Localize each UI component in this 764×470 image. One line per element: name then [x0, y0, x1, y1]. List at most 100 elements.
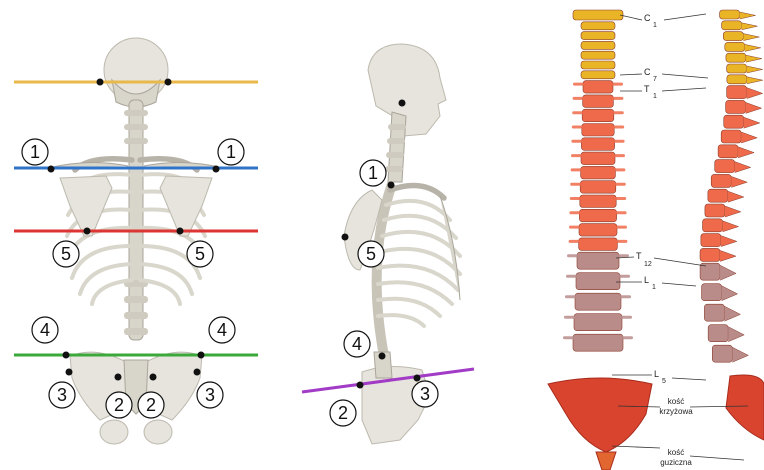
svg-text:1: 1	[652, 284, 656, 291]
svg-text:4: 4	[352, 334, 362, 354]
vertebra-side	[703, 219, 723, 232]
vertebra-side	[701, 234, 721, 247]
transverse-process	[571, 168, 626, 171]
vertebra-front	[581, 51, 615, 59]
spinous-process	[745, 44, 761, 51]
vertebra-side	[727, 86, 747, 99]
spinous-process	[725, 206, 741, 217]
vertebra-front	[581, 32, 615, 40]
vertebra-front	[581, 71, 615, 79]
svg-text:T: T	[636, 251, 642, 261]
svg-text:5: 5	[662, 378, 666, 385]
vertebra-front	[573, 10, 623, 20]
back-marker-4-left: 4	[32, 317, 58, 343]
svg-text:1: 1	[368, 163, 378, 183]
label-coccyx: kość guziczna	[660, 448, 692, 467]
back-marker-3-right: 3	[197, 382, 223, 408]
spinous-process	[720, 265, 736, 280]
svg-text:5: 5	[61, 244, 71, 264]
transverse-process	[571, 154, 625, 157]
svg-text:kość: kość	[668, 448, 684, 457]
spinous-process	[742, 23, 758, 30]
vertebra-front	[582, 124, 614, 137]
spinous-process	[747, 88, 763, 99]
spinous-process	[732, 347, 748, 362]
vertebra-front	[579, 224, 617, 237]
svg-text:4: 4	[217, 320, 227, 340]
transverse-process	[564, 316, 632, 319]
back-marker-3-left: 3	[49, 382, 75, 408]
spinous-process	[746, 55, 762, 62]
transverse-process	[573, 83, 623, 86]
side-marker-1: 1	[360, 160, 386, 186]
transverse-process	[570, 197, 626, 200]
vertebra-front	[581, 166, 616, 179]
vertebra-side	[724, 115, 744, 128]
vertebra-side	[705, 204, 725, 217]
vertebra-side	[726, 53, 746, 62]
side-marker-4: 4	[344, 331, 370, 357]
spinous-process	[743, 34, 759, 41]
vertebra-side	[723, 32, 743, 41]
vertebra-side	[708, 189, 728, 202]
vertebra-side	[702, 284, 722, 301]
spinous-process	[731, 176, 747, 187]
back-marker-2-left: 2	[106, 392, 132, 418]
vertebra-side	[700, 248, 720, 261]
spine-side-view	[700, 10, 763, 362]
sacrum-front	[548, 378, 652, 452]
svg-text:L: L	[644, 275, 649, 285]
label-c1: C 1	[644, 13, 657, 29]
spinous-process	[747, 66, 763, 73]
back-marker-5-right: 5	[187, 241, 213, 267]
coccyx-front	[596, 452, 616, 470]
spinous-process	[721, 236, 737, 247]
spine-front-view	[563, 10, 633, 351]
vertebra-side	[711, 174, 731, 187]
spinous-process	[722, 286, 738, 301]
spinous-process	[724, 306, 740, 321]
side-marker-2: 2	[330, 400, 356, 426]
vertebra-side	[715, 160, 735, 173]
svg-text:T: T	[644, 84, 650, 94]
vertebra-front	[581, 138, 614, 151]
svg-text:kość: kość	[668, 397, 684, 406]
vertebra-side	[704, 304, 724, 321]
vertebra-front	[580, 181, 616, 194]
vertebra-front	[581, 152, 615, 165]
spinous-process	[720, 250, 736, 261]
transverse-process	[571, 140, 624, 143]
transverse-process	[565, 295, 631, 298]
vertebra-side	[726, 100, 746, 113]
vertebra-front	[581, 22, 615, 30]
label-c7: C 7	[644, 67, 657, 83]
svg-text:guziczna: guziczna	[660, 458, 692, 467]
vertebra-front	[581, 61, 615, 69]
svg-text:5: 5	[366, 244, 376, 264]
label-l5: L 5	[654, 369, 666, 385]
vertebra-side	[708, 325, 728, 342]
sacrum-side	[726, 375, 764, 440]
spinous-process	[735, 162, 751, 173]
label-sacrum: kość krzyżowa	[659, 397, 693, 416]
svg-text:krzyżowa: krzyżowa	[659, 407, 693, 416]
svg-text:C: C	[644, 13, 651, 23]
transverse-process	[569, 226, 627, 229]
vertebra-side	[720, 10, 740, 19]
spinous-process	[728, 327, 744, 342]
back-marker-1-right: 1	[218, 139, 244, 165]
svg-text:C: C	[644, 67, 651, 77]
spinous-process	[741, 132, 757, 143]
vertebra-front	[582, 109, 614, 122]
spinous-process	[723, 221, 739, 232]
svg-text:L: L	[654, 369, 659, 379]
svg-text:3: 3	[57, 385, 67, 405]
back-marker-4-right: 4	[209, 317, 235, 343]
side-marker-3: 3	[412, 381, 438, 407]
vertebra-side	[722, 21, 742, 30]
vertebra-side	[721, 130, 741, 143]
svg-text:2: 2	[114, 395, 124, 415]
label-l1: L 1	[644, 275, 656, 291]
svg-text:12: 12	[644, 261, 652, 268]
